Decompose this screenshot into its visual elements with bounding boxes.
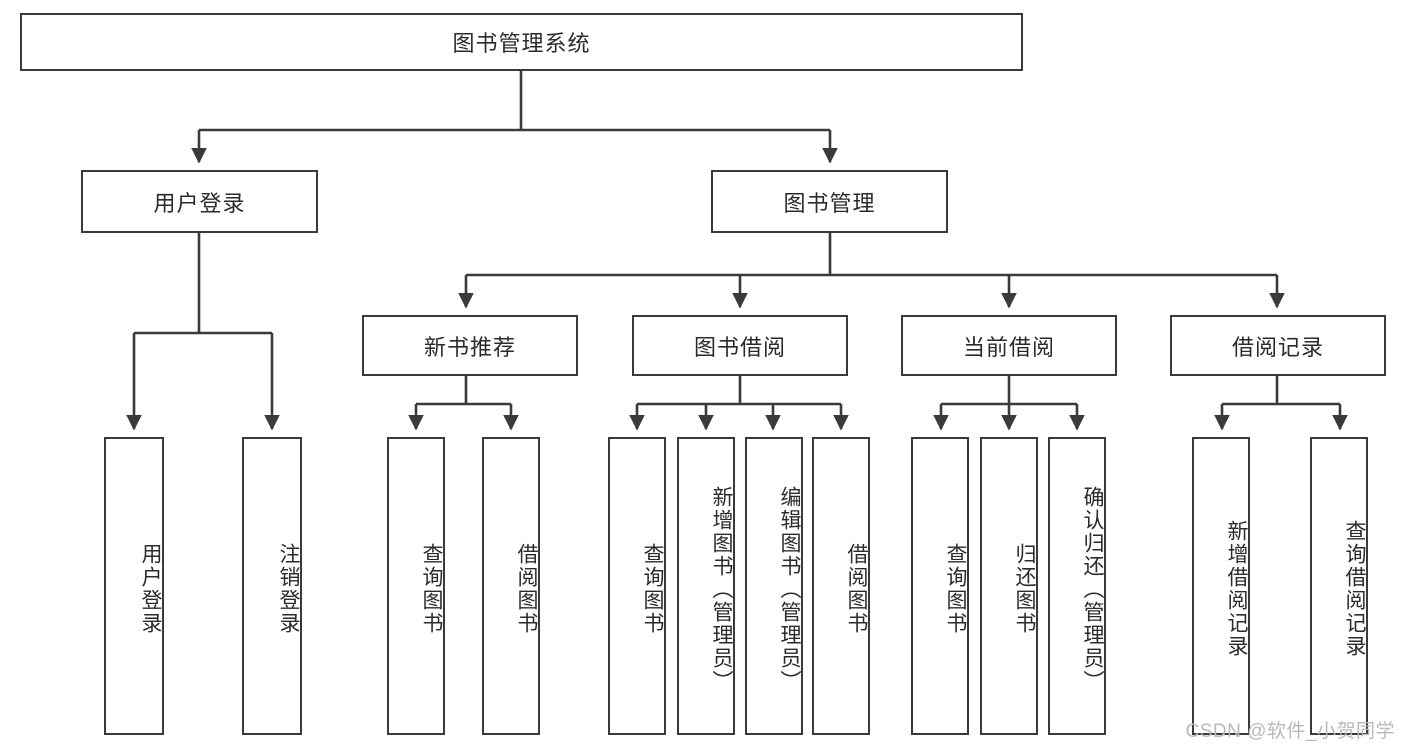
leaf-query-book-recommendation[interactable]: 查询图书 <box>387 437 445 735</box>
node-label: 归还图书 <box>1013 543 1036 635</box>
node-label: 确认归还（管理员） <box>1081 485 1104 693</box>
node-book-borrowing[interactable]: 图书借阅 <box>632 315 848 376</box>
node-label: 新书推荐 <box>423 334 516 360</box>
leaf-query-borrow-record[interactable]: 查询借阅记录 <box>1310 437 1368 735</box>
node-label: 用户登录 <box>139 543 162 635</box>
leaf-borrow-book-recommendation[interactable]: 借阅图书 <box>482 437 540 735</box>
node-root-book-management-system[interactable]: 图书管理系统 <box>20 13 1023 71</box>
node-label: 查询图书 <box>641 543 664 635</box>
leaf-return-book[interactable]: 归还图书 <box>980 437 1038 735</box>
node-label: 图书借阅 <box>693 334 786 360</box>
leaf-edit-book-admin[interactable]: 编辑图书（管理员） <box>745 437 803 735</box>
node-label: 借阅图书 <box>845 543 868 635</box>
leaf-query-book-borrowing[interactable]: 查询图书 <box>608 437 666 735</box>
node-label: 图书管理 <box>783 190 876 216</box>
leaf-user-login[interactable]: 用户登录 <box>104 437 164 735</box>
node-label: 借阅图书 <box>515 543 538 635</box>
node-label: 查询图书 <box>420 543 443 635</box>
leaf-borrow-book-borrowing[interactable]: 借阅图书 <box>812 437 870 735</box>
node-label: 查询图书 <box>944 543 967 635</box>
node-label: 查询借阅记录 <box>1343 520 1366 658</box>
leaf-logout-login[interactable]: 注销登录 <box>242 437 302 735</box>
leaf-add-book-admin[interactable]: 新增图书（管理员） <box>677 437 735 735</box>
node-book-management[interactable]: 图书管理 <box>711 170 948 233</box>
node-label: 借阅记录 <box>1231 334 1324 360</box>
csdn-watermark: CSDN @软件_小贺同学 <box>1185 721 1395 742</box>
node-current-borrowing[interactable]: 当前借阅 <box>901 315 1117 376</box>
node-label: 图书管理系统 <box>452 31 591 56</box>
node-label: 注销登录 <box>277 543 300 635</box>
node-borrowing-records[interactable]: 借阅记录 <box>1170 315 1386 376</box>
leaf-add-borrow-record[interactable]: 新增借阅记录 <box>1192 437 1250 735</box>
node-label: 用户登录 <box>153 190 246 216</box>
node-label: 编辑图书（管理员） <box>778 485 801 693</box>
node-user-login[interactable]: 用户登录 <box>81 170 318 233</box>
leaf-query-book-current[interactable]: 查询图书 <box>911 437 969 735</box>
node-new-book-recommendation[interactable]: 新书推荐 <box>362 315 578 376</box>
leaf-confirm-return-admin[interactable]: 确认归还（管理员） <box>1048 437 1106 735</box>
node-label: 新增借阅记录 <box>1225 520 1248 658</box>
node-label: 新增图书（管理员） <box>710 485 733 693</box>
node-label: 当前借阅 <box>962 334 1055 360</box>
